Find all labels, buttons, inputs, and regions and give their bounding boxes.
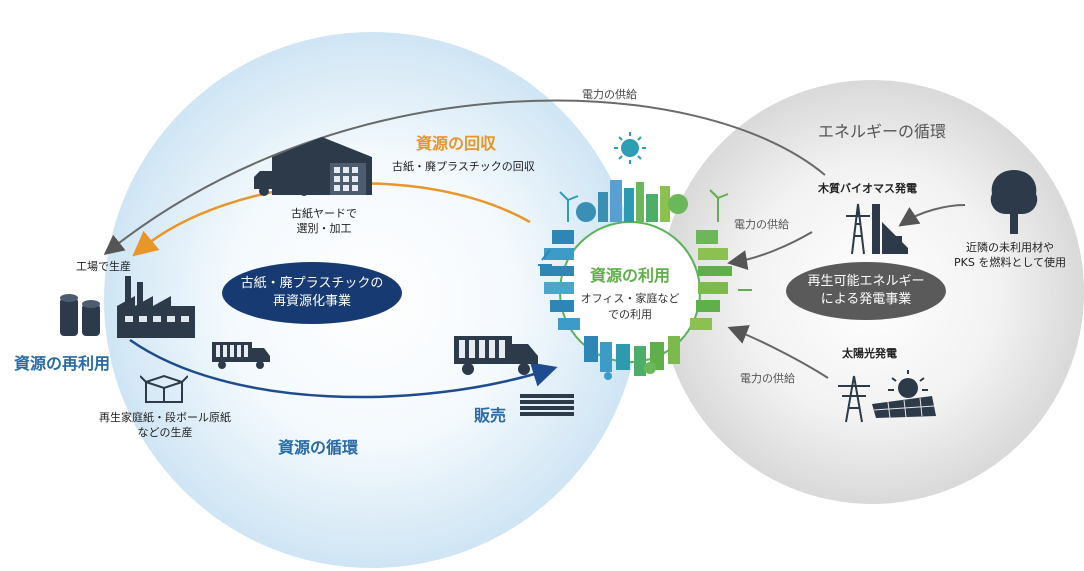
- renewable-business-line1: 再生可能エネルギー: [807, 274, 925, 289]
- solar-plant-label: 太陽光発電: [842, 347, 897, 360]
- power-supply-lower-label: 電力の供給: [740, 372, 795, 385]
- resource-use-title: 資源の利用: [589, 266, 670, 285]
- solar-panel-icon: [868, 366, 938, 420]
- resource-recovery-title: 資源の回収: [416, 134, 497, 153]
- fuel-to-biomass-arrow: [898, 204, 966, 227]
- biomass-plant-icon: [836, 196, 916, 256]
- fuel-line2: PKS を燃料として使用: [954, 256, 1066, 269]
- tree-icon: [986, 168, 1042, 236]
- recycling-business-line1: 古紙・廃プラスチックの: [240, 276, 384, 291]
- resource-use-line2: での利用: [608, 308, 652, 321]
- recycling-business-line2: 再資源化事業: [272, 294, 351, 309]
- yard-label-line1: 古紙ヤードで: [291, 207, 357, 220]
- sales-arrow: [129, 338, 558, 399]
- delivery-truck-icon: [252, 165, 322, 197]
- paper-stack-icon: [518, 390, 576, 420]
- biomass-to-center-arrow: [727, 231, 813, 270]
- small-truck-icon: [210, 340, 272, 370]
- recycling-business-ellipse: 古紙・廃プラスチックの 再資源化事業: [222, 262, 402, 324]
- reuse-title: 資源の再利用: [14, 354, 111, 373]
- wind-turbine-icon: [559, 191, 579, 222]
- wind-turbine-icon: [538, 249, 552, 266]
- renewable-business-line2: による発電事業: [820, 292, 912, 307]
- paper-rolls-icon: [58, 292, 110, 338]
- top-power-label: 電力の供給: [582, 88, 637, 101]
- yard-label-line2: 選別・加工: [296, 222, 352, 235]
- fuel-line1: 近隣の未利用材や: [966, 241, 1054, 254]
- solar-to-center-arrow: [727, 325, 829, 379]
- power-supply-upper-label: 電力の供給: [734, 218, 789, 231]
- resource-use-block: 資源の利用 オフィス・家庭など での利用: [570, 262, 690, 322]
- biomass-plant-label: 木質バイオマス発電: [818, 182, 917, 195]
- cardboard-box-icon: [140, 372, 188, 406]
- city-skyline-icon: [538, 130, 768, 380]
- resource-cycle-title: 資源の循環: [278, 438, 359, 457]
- renewable-business-ellipse: 再生可能エネルギー による発電事業: [786, 262, 946, 320]
- resource-use-line1: オフィス・家庭など: [580, 292, 680, 305]
- fuel-label: 近隣の未利用材や PKS を燃料として使用: [950, 240, 1070, 270]
- top-power-arrow: [103, 99, 826, 255]
- reuse-products-line1: 再生家庭紙・段ボール原紙: [99, 411, 231, 424]
- resource-recovery-subtitle: 古紙・廃プラスチックの回収: [392, 160, 535, 173]
- delivery-truck-icon: [452, 334, 542, 376]
- factory-icon: [95, 272, 215, 342]
- sales-label: 販売: [474, 406, 507, 425]
- reuse-products-label: 再生家庭紙・段ボール原紙 などの生産: [80, 410, 250, 440]
- power-pylon-icon: [832, 372, 876, 424]
- yard-label: 古紙ヤードで 選別・加工: [284, 206, 364, 236]
- wind-turbine-icon: [709, 189, 752, 291]
- reuse-products-line2: などの生産: [137, 426, 193, 439]
- energy-cycle-title: エネルギーの循環: [818, 122, 947, 141]
- factory-label: 工場で生産: [76, 260, 131, 273]
- sun-icon: [614, 132, 646, 164]
